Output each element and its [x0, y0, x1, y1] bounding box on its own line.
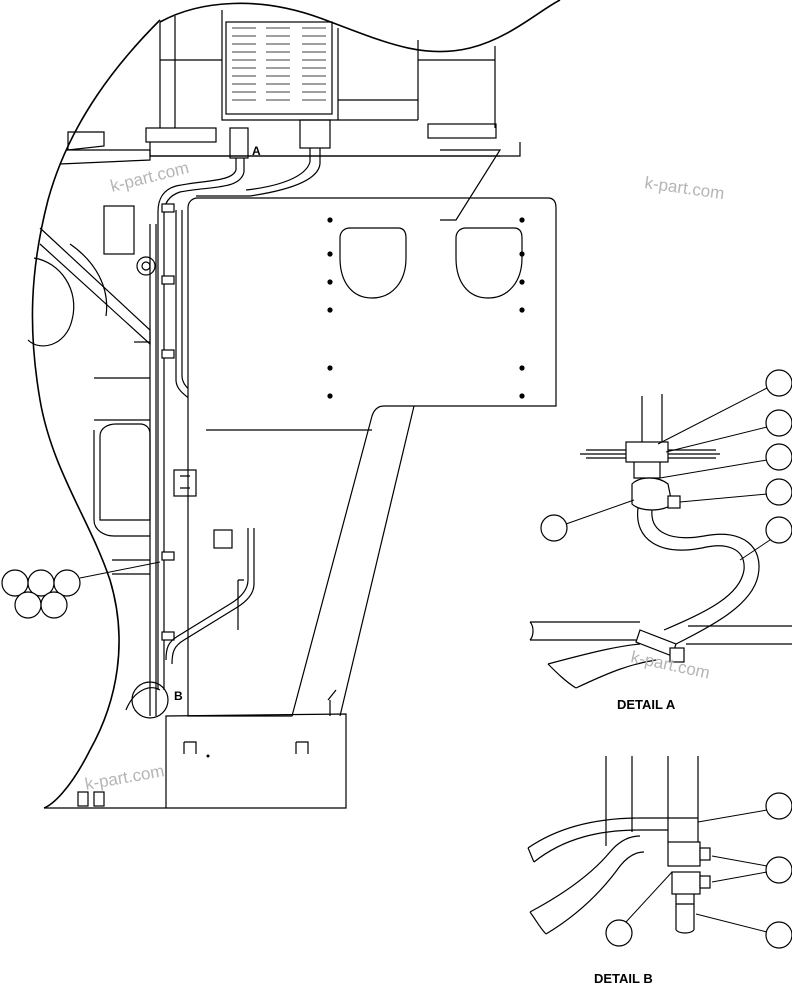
callout-balloon: [765, 921, 792, 949]
detail-a-view: DETAIL A: [529, 369, 792, 712]
callout-balloon: [765, 856, 792, 884]
heater-valve-assembly: [229, 119, 331, 172]
break-line-top: [159, 0, 561, 53]
callout-balloon: [40, 591, 68, 619]
cab-rear-panel: [187, 197, 557, 717]
detail-b-caption: DETAIL B: [594, 971, 653, 984]
detail-b-marker: B: [174, 689, 183, 703]
watermark-text: k-part.com: [643, 173, 725, 203]
main-view: A B: [1, 0, 561, 809]
callout-balloon: [765, 409, 792, 437]
base-step: [44, 689, 347, 809]
left-frame: [27, 131, 157, 716]
detail-a-caption: DETAIL A: [617, 697, 676, 712]
callout-leader: [79, 561, 161, 579]
watermark-text: k-part.com: [108, 158, 191, 196]
panel-bolt-holes: [327, 217, 525, 399]
callout-balloon: [540, 514, 568, 542]
air-grille: [225, 21, 333, 115]
callout-balloon: [765, 369, 792, 397]
callout-balloon: [765, 443, 792, 471]
callout-balloon: [765, 792, 792, 820]
watermark-text: k-part.com: [83, 761, 165, 794]
callout-balloon: [765, 478, 792, 506]
callout-balloon: [53, 569, 81, 597]
callout-balloon: [765, 516, 792, 544]
callout-balloon: [605, 919, 633, 947]
break-line-left: [31, 19, 161, 809]
detail-b-view: DETAIL B: [527, 756, 792, 984]
rear-strut: [440, 149, 502, 221]
hose-clamps: [161, 203, 175, 641]
heater-hoses-lower: [165, 528, 255, 665]
cab-upper: [145, 10, 521, 157]
panel-brackets: [173, 469, 244, 630]
callout-balloon: [14, 591, 42, 619]
detail-a-marker: A: [252, 144, 261, 158]
main-callout-cluster: [1, 561, 161, 619]
